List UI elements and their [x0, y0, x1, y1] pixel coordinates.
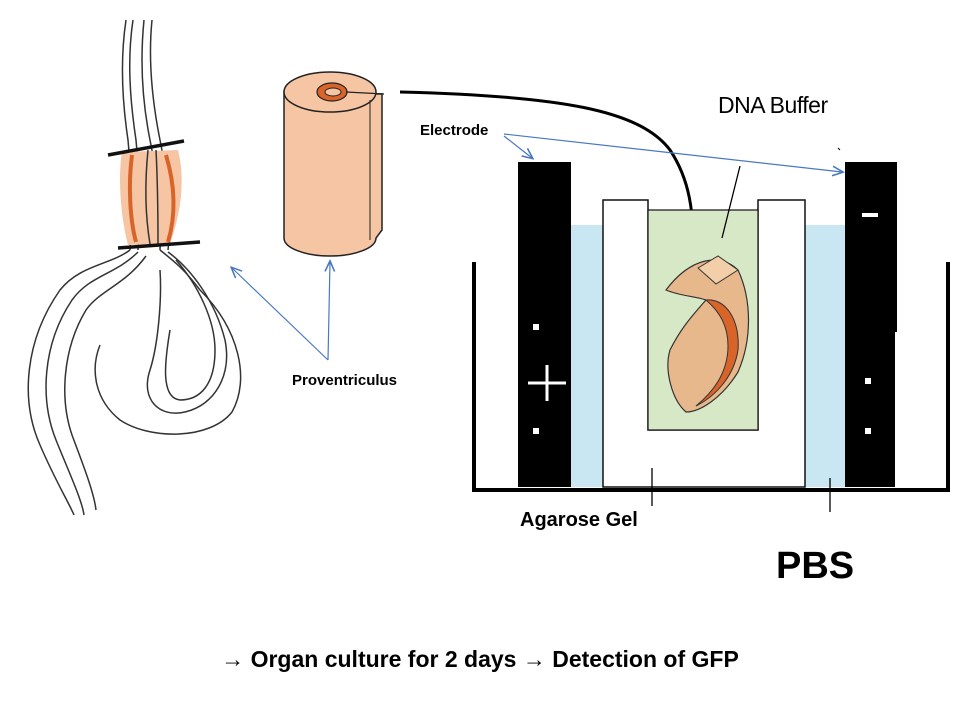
transfer-arrow — [399, 90, 709, 252]
tray — [472, 262, 950, 492]
electrode-negative — [845, 162, 895, 487]
proventriculus-highlight — [107, 139, 201, 250]
electrode-label: Electrode — [420, 122, 489, 139]
electroporation-chamber — [472, 147, 950, 512]
proventriculus-cylinder — [283, 71, 385, 257]
cut-line-top — [107, 139, 185, 157]
agarose-gel-label: Agarose Gel — [520, 509, 638, 531]
digestive-tract — [27, 19, 242, 516]
electrode-positive — [518, 162, 571, 487]
pointer-arrows — [232, 133, 842, 361]
dna-buffer-pointer — [721, 165, 741, 239]
cut-line-bottom — [117, 240, 201, 250]
pbs-left — [571, 225, 605, 487]
caption: → Organ culture for 2 days → Detection o… — [221, 646, 739, 672]
pbs-right — [803, 225, 845, 487]
tissue-piece — [665, 255, 750, 413]
proventriculus-label: Proventriculus — [292, 372, 398, 389]
dna-buffer-label: DNA Buffer — [718, 92, 828, 118]
pbs-label: PBS — [776, 545, 855, 587]
